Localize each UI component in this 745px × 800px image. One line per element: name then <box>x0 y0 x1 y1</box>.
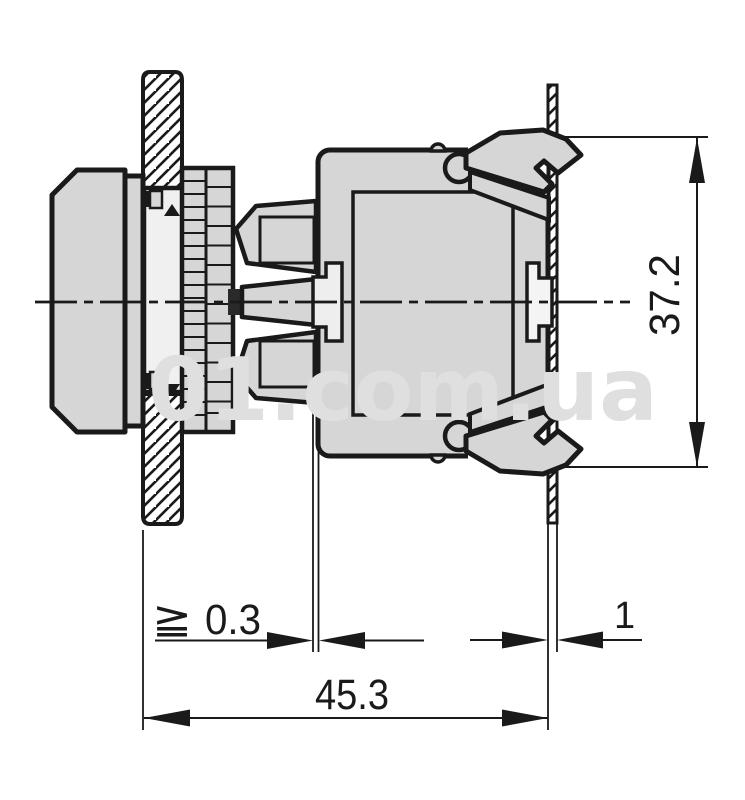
arrow-left <box>319 632 365 649</box>
fastening-clip-top <box>463 127 584 195</box>
dimension-37-2 <box>559 136 708 468</box>
arrow-up <box>689 138 705 183</box>
arrow-left <box>557 631 603 649</box>
watermark-text: 01.com.ua <box>148 339 658 441</box>
fastening-clip-bottom <box>463 409 584 477</box>
dim-symbol-gap: ≧ <box>152 594 192 643</box>
dimension-0-3 <box>155 632 424 649</box>
arrow-left <box>144 709 190 727</box>
dim-label-0-3: 0.3 <box>205 596 261 644</box>
extension-lines <box>142 400 558 730</box>
arrow-right <box>502 709 548 727</box>
arrow-down <box>689 422 705 467</box>
bottom-bump <box>429 453 447 464</box>
dim-label-37-2: 37.2 <box>641 254 689 336</box>
ring-nut <box>179 165 236 435</box>
mounting-flange <box>141 185 189 396</box>
arrow-right <box>502 631 548 649</box>
dimension-45-3 <box>144 709 548 727</box>
top-bump <box>429 142 447 153</box>
dim-label-1: 1 <box>614 595 635 637</box>
dimension-1 <box>470 631 642 649</box>
arrow-right <box>267 632 313 649</box>
front-panel-hatched <box>141 70 184 526</box>
dim-label-45-3: 45.3 <box>315 671 389 719</box>
